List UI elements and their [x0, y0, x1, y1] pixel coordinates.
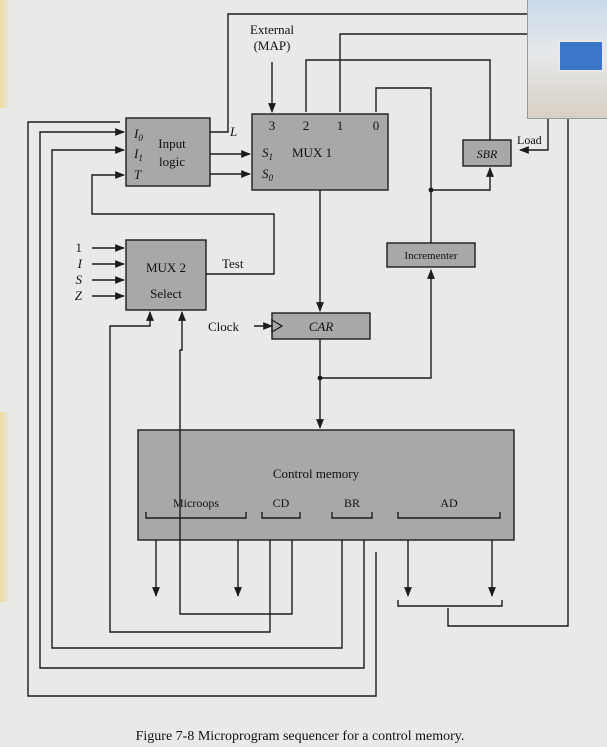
external-label: External [250, 22, 294, 37]
mux1-input-1: 1 [337, 118, 344, 133]
mux2-input-1: 1 [76, 240, 83, 255]
mux2-input-s: S [76, 272, 83, 287]
sbr-label: SBR [477, 147, 498, 161]
clock-label: Clock [208, 319, 240, 334]
load-label: Load [517, 133, 542, 147]
mux1-title: MUX 1 [292, 145, 332, 160]
car-label: CAR [309, 319, 334, 334]
wires [27, 13, 569, 697]
test-label: Test [222, 256, 244, 271]
map-label: (MAP) [254, 38, 291, 53]
figure-caption: Figure 7-8 Microprogram sequencer for a … [136, 729, 465, 744]
br-field: BR [344, 496, 360, 510]
control-memory-title: Control memory [273, 466, 360, 481]
mux1-input-2: 2 [303, 118, 310, 133]
mux2-block [125, 239, 207, 311]
mux1-s0-label: S0 [262, 166, 274, 183]
input-t-label: T [134, 167, 142, 182]
l-output-label: L [229, 124, 237, 139]
control-memory-block [137, 429, 515, 541]
input-logic-line1: Input [158, 136, 186, 151]
webcam-overlay [527, 0, 607, 119]
clock-triangle-icon [271, 318, 284, 334]
input-i0-label: I0 [133, 126, 143, 143]
mux2-line2: Select [150, 286, 182, 301]
cd-field: CD [273, 496, 290, 510]
left-edge-strip-bottom [0, 412, 10, 602]
mux2-line1: MUX 2 [146, 260, 186, 275]
input-i1-label: I1 [133, 146, 143, 163]
ad-field: AD [440, 496, 458, 510]
left-edge-strip-top [0, 0, 10, 108]
input-logic-line2: logic [159, 154, 185, 169]
incrementer-block [386, 242, 476, 268]
mux2-input-i: I [77, 256, 83, 271]
mux1-block [251, 113, 389, 191]
mux2-input-z: Z [75, 288, 83, 303]
mux1-s1-label: S1 [262, 145, 273, 162]
mux1-input-3: 3 [269, 118, 276, 133]
sbr-block [462, 139, 512, 167]
incrementer-label: Incrementer [404, 250, 457, 262]
mux1-input-0: 0 [373, 118, 380, 133]
input-logic-block [125, 117, 211, 187]
microops-field: Microops [173, 496, 219, 510]
webcam-screen-icon [558, 40, 604, 72]
